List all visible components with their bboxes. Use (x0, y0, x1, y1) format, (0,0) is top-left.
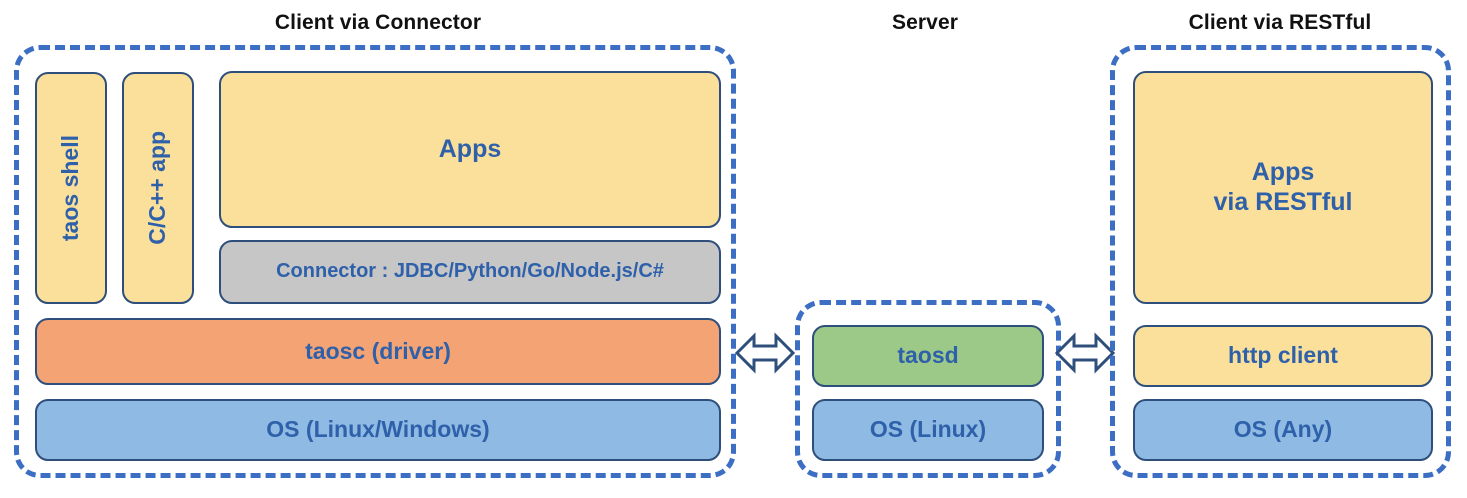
box-connector-label: Connector : JDBC/Python/Go/Node.js/C# (276, 260, 664, 283)
box-taosd[interactable]: taosd (812, 325, 1044, 387)
box-taosc-driver[interactable]: taosc (driver) (35, 318, 721, 385)
double-headed-arrow-icon (734, 332, 796, 374)
box-apps-connector-label: Apps (438, 134, 502, 163)
box-os-linux-label: OS (Linux) (869, 416, 987, 443)
box-taosd-label: taosd (897, 342, 959, 369)
box-connector[interactable]: Connector : JDBC/Python/Go/Node.js/C# (219, 240, 721, 304)
double-headed-arrow-icon (1054, 332, 1116, 374)
left-double-arrow (734, 325, 796, 386)
box-os-any[interactable]: OS (Any) (1133, 399, 1433, 461)
group-server (795, 300, 1061, 478)
box-taos-shell-label: taos shell (57, 134, 84, 242)
box-taos-shell[interactable]: taos shell (35, 72, 107, 304)
box-apps-connector[interactable]: Apps (219, 71, 721, 228)
box-os-linux-windows-label: OS (Linux/Windows) (266, 416, 490, 443)
box-os-linux[interactable]: OS (Linux) (812, 399, 1044, 461)
box-apps-via-restful[interactable]: Apps via RESTful (1133, 71, 1433, 304)
caption-server: Server (892, 11, 958, 34)
caption-client-restful: Client via RESTful (1188, 11, 1372, 34)
box-os-any-label: OS (Any) (1233, 416, 1333, 443)
right-double-arrow (1054, 325, 1116, 386)
box-os-linux-windows[interactable]: OS (Linux/Windows) (35, 399, 721, 461)
box-c-cpp-app[interactable]: C/C++ app (122, 72, 194, 304)
box-apps-via-restful-label-line1: Apps (1251, 158, 1315, 186)
box-c-cpp-app-label: C/C++ app (144, 131, 171, 245)
group-client-connector (14, 45, 736, 478)
box-apps-via-restful-label-line2: via RESTful (1213, 187, 1353, 216)
caption-client-connector: Client via Connector (274, 11, 482, 34)
box-taosc-driver-label: taosc (driver) (305, 337, 451, 364)
box-http-client-label: http client (1228, 342, 1338, 369)
box-http-client[interactable]: http client (1133, 325, 1433, 387)
group-client-restful (1110, 45, 1451, 478)
